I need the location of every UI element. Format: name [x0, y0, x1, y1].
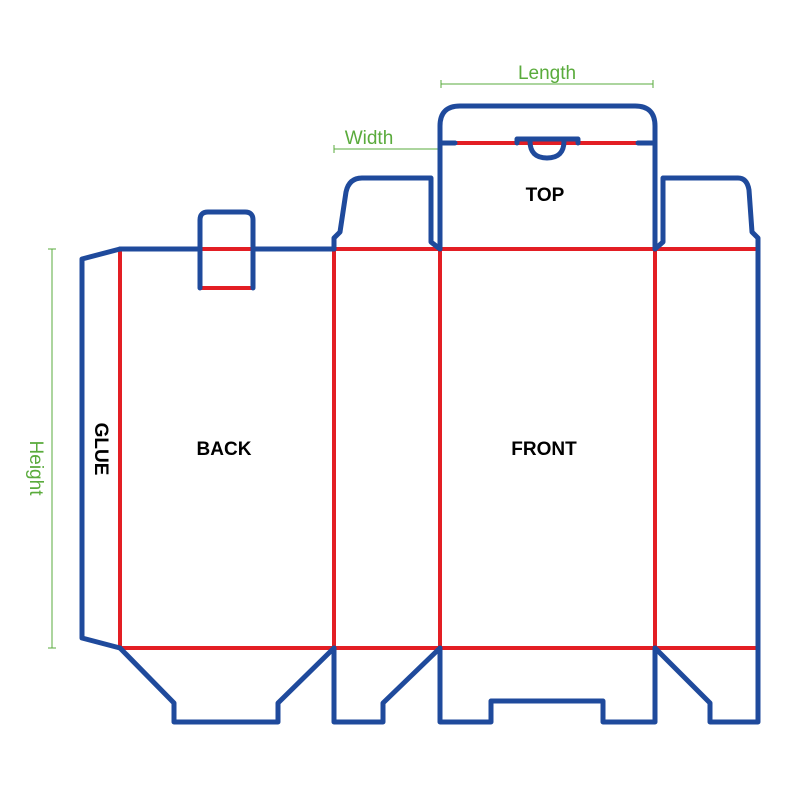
cut-top-lid-notch	[437, 136, 658, 161]
cut-bottom-side-left-flap	[331, 645, 443, 725]
cut-glue-flap	[79, 246, 123, 651]
cut-lines	[79, 103, 761, 725]
label-width: Width	[345, 128, 394, 149]
cut-bottom-back-flap	[117, 645, 337, 725]
label-height: Height	[25, 441, 46, 497]
cut-top-lid	[437, 103, 658, 252]
cut-bottom-front-flap	[437, 645, 658, 725]
cut-right-dust-flap	[652, 175, 761, 252]
label-length: Length	[518, 63, 576, 84]
cut-left-dust-flap	[331, 175, 443, 252]
cut-back-top-edge	[117, 209, 337, 291]
label-top: TOP	[526, 185, 565, 206]
cut-bottom-side-right-flap	[652, 645, 761, 725]
dimension-lines	[48, 80, 654, 649]
label-front: FRONT	[511, 439, 577, 460]
label-back: BACK	[197, 439, 252, 460]
label-glue: GLUE	[90, 423, 111, 476]
